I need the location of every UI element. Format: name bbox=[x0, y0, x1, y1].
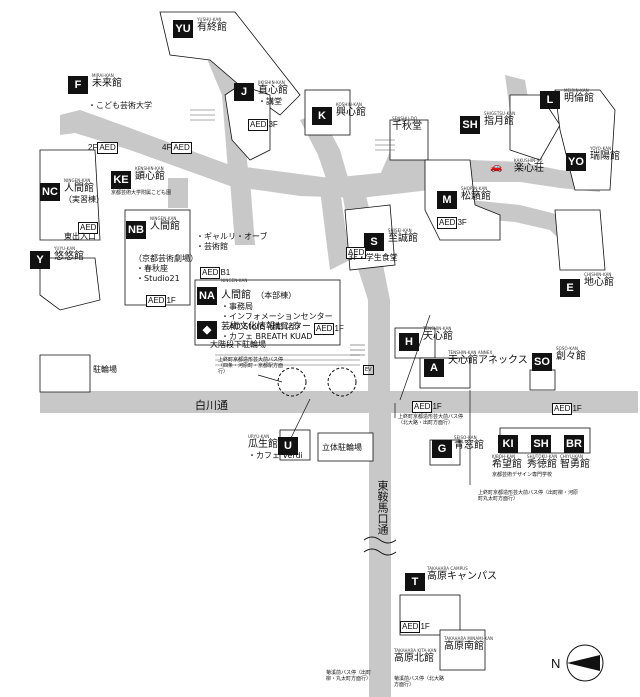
stairs-bike-label: 大階段下駐輪場 bbox=[210, 340, 266, 349]
road-higashi bbox=[369, 413, 391, 697]
multi-bike-parking-label: 立体駐輪場 bbox=[322, 443, 362, 452]
compass-label: N bbox=[551, 656, 561, 671]
building-na[interactable]: NA NINGEN-KAN 人間館 （本部棟） ・事務局 ・インフォメーションセ… bbox=[197, 278, 344, 341]
bike-parking-label: 駐輪場 bbox=[93, 365, 117, 374]
road-label-shirakawa: 白川通 bbox=[195, 399, 228, 412]
building-yo[interactable]: YO YOYO-KAN 瑞陽館 bbox=[566, 146, 620, 171]
building-sh-shigetsu[interactable]: SH SHIGETSU-KAN 指月館 bbox=[460, 111, 515, 134]
building-sh-shutoku[interactable]: SH SHUTOKU-KAN 秀徳館 bbox=[527, 432, 557, 470]
building-takahara-minami[interactable]: TAKAHARA MINAMI-KAN 高原南館 bbox=[444, 636, 494, 652]
road-shirakawa bbox=[40, 391, 638, 413]
building-k[interactable]: K KOSHIN-KAN 興心館 bbox=[312, 102, 366, 125]
building-s[interactable]: S SHISEI-KAN 至誠館 AED 3F・学生食堂 bbox=[346, 228, 418, 262]
road-label-higashi: 東鞍馬口通 bbox=[376, 480, 389, 535]
building-h[interactable]: H TENSHIN-KAN 天心館 bbox=[399, 326, 453, 351]
building-nb[interactable]: NB NINGEN-KAN 人間館 （京都芸術劇場） ・春秋座 ・Studio2… bbox=[126, 216, 268, 307]
building-g[interactable]: G SEISO-KAN 青窓館 bbox=[432, 435, 484, 458]
building-ke[interactable]: KE KENSHIN-KAN 顕心館 京都芸術大学附属こども園 bbox=[111, 166, 172, 196]
building-takahara-kita[interactable]: TAKAHARA KITA-KAN 高原北館 bbox=[394, 648, 437, 664]
bus-stop-south-right: 菊溪前バス停（北大路方面行） bbox=[394, 676, 445, 688]
building-f[interactable]: F MIRAI-KAN 未来館 ・こども芸術大学 bbox=[68, 73, 152, 110]
building-yu[interactable]: YU YUSHU-KAN 有終館 bbox=[173, 17, 227, 38]
building-senshu[interactable]: SENSHU-DO 千秋堂 bbox=[392, 116, 422, 132]
building-code-badge: YU bbox=[173, 20, 193, 38]
building-e[interactable]: E CHISHIN-KAN 地心館 bbox=[560, 272, 614, 297]
car-icon: 🚗 bbox=[490, 162, 503, 173]
bus-stop-east-top: 上終町京都造形芸大前バス停（北大路・出町方面行） bbox=[398, 414, 464, 426]
building-l[interactable]: L MEIRIN-KAN 明倫館 bbox=[540, 88, 594, 109]
bus-stop-east-bottom: 上終町京都造形芸大前バス停（出町柳・河原町丸太町方面行） bbox=[478, 490, 579, 502]
building-nc[interactable]: NC NINGEN-KAN 人間館 （実習棟） AED 東出入口 bbox=[40, 178, 104, 241]
building-y[interactable]: Y YUYU-KAN 悠悠館 bbox=[30, 246, 84, 269]
building-ki[interactable]: KI KIBOH-KAN 希望館 京都芸術デザイン専門学校 bbox=[492, 432, 552, 478]
ev-label: EV bbox=[363, 365, 374, 375]
building-br[interactable]: BR CHIYU-KAN 智勇館 bbox=[560, 432, 590, 470]
bus-stop-west: 上終町京都造形芸大前バス停（四条・河原町・京都駅方面行） bbox=[218, 357, 284, 375]
building-center[interactable]: ◆ 芸術文化情報センター bbox=[197, 318, 311, 339]
leaf-icon: ◆ bbox=[197, 321, 217, 339]
bus-stop-south-left: 菊溪前バス停（出町柳・丸太町方面行） bbox=[326, 670, 372, 682]
building-u[interactable]: U URYU-KAN 瓜生館 ・カフェ Verdi bbox=[248, 434, 303, 460]
compass-icon bbox=[566, 644, 604, 682]
